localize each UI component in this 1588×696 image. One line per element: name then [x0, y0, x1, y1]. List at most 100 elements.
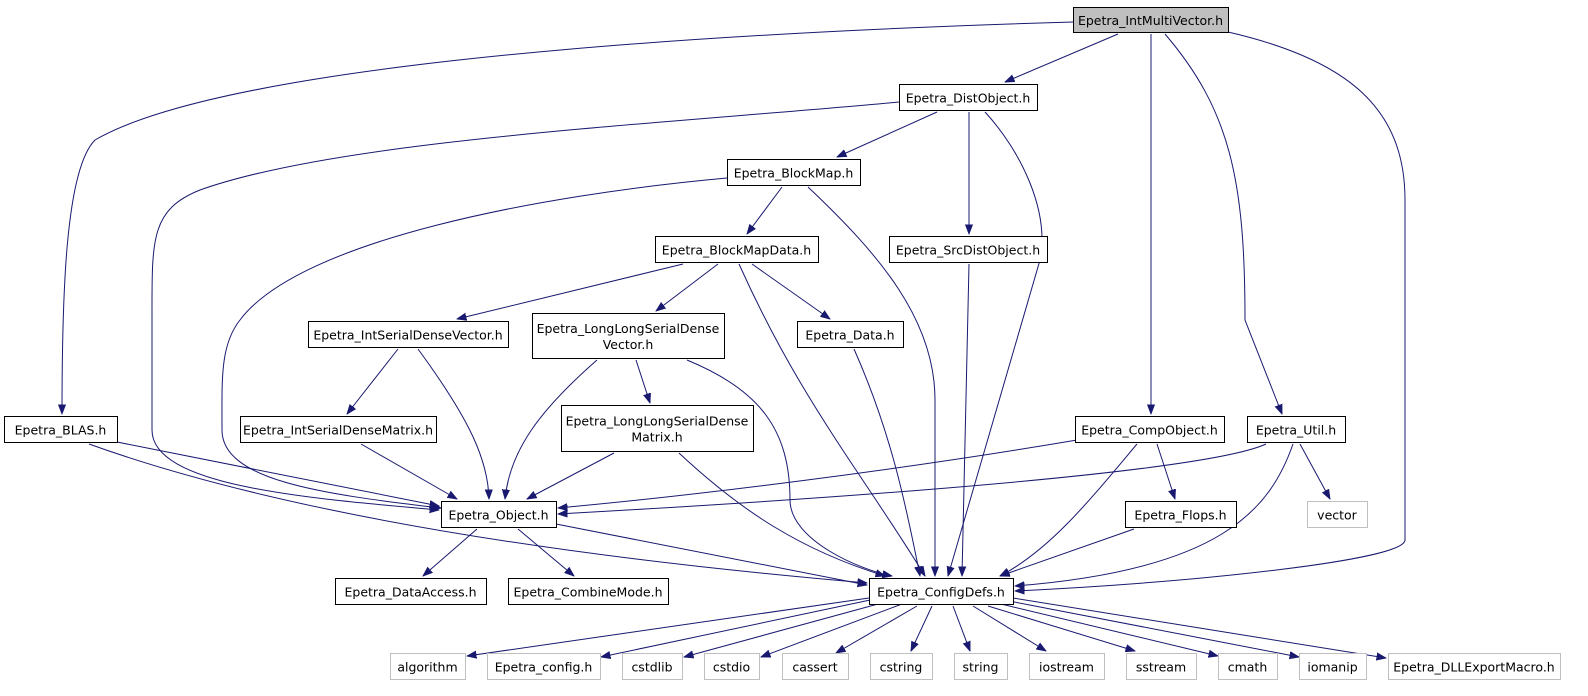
edge-object-to-dataaccess [423, 528, 478, 576]
edge-intmultivector-to-util [1164, 33, 1283, 414]
node-box [954, 653, 1008, 680]
node-label: Epetra_CombineMode.h [514, 585, 663, 600]
edge-configdefs-to-cstdlib [684, 600, 890, 657]
node-label: Epetra_Data.h [805, 328, 894, 343]
edge-intserialdensevector-to-object [417, 348, 489, 499]
node-blockmap[interactable]: Epetra_BlockMap.h [727, 159, 861, 186]
node-blas[interactable]: Epetra_BLAS.h [4, 416, 118, 443]
nodes-layer: Epetra_IntMultiVector.hEpetra_DistObject… [4, 7, 1561, 680]
node-box [797, 321, 904, 348]
node-label: Epetra_Object.h [448, 508, 548, 523]
node-box [441, 501, 557, 528]
node-label: Epetra_SrcDistObject.h [896, 243, 1040, 258]
edge-distobject-to-object [151, 101, 900, 510]
node-util[interactable]: Epetra_Util.h [1247, 416, 1346, 443]
edge-configdefs-to-iomanip [1008, 600, 1299, 657]
node-cstdlib: cstdlib [622, 653, 683, 680]
node-box [561, 405, 754, 452]
node-blockmapdata[interactable]: Epetra_BlockMapData.h [655, 236, 819, 263]
node-box [655, 236, 819, 263]
node-box [487, 653, 601, 680]
node-label: Epetra_CompObject.h [1081, 423, 1218, 438]
node-box [1125, 501, 1237, 528]
edge-blockmapdata-to-longlongserialdensevector [656, 263, 719, 311]
node-label: iostream [1039, 660, 1094, 675]
node-label: Epetra_ConfigDefs.h [877, 585, 1005, 600]
edge-configdefs-to-string [952, 605, 971, 651]
edge-distobject-to-blockmap [837, 111, 938, 157]
edge-util-to-object [558, 443, 1267, 514]
node-label: iomanip [1307, 660, 1357, 675]
node-intserialdensematrix[interactable]: Epetra_IntSerialDenseMatrix.h [240, 416, 437, 443]
edge-intserialdensematrix-to-object [360, 443, 457, 499]
edge-blockmapdata-to-data [751, 263, 830, 319]
node-box [390, 653, 466, 680]
node-cmath: cmath [1218, 653, 1278, 680]
node-label: Epetra_Util.h [1256, 423, 1336, 438]
node-label: sstream [1136, 660, 1186, 675]
node-label: Epetra_Flops.h [1134, 508, 1226, 523]
node-label: Epetra_LongLongSerialDense [537, 321, 720, 336]
node-box [622, 653, 683, 680]
node-box [1388, 653, 1561, 680]
node-dataaccess[interactable]: Epetra_DataAccess.h [335, 578, 487, 605]
edge-configdefs-to-cassert [836, 605, 918, 653]
node-label: Epetra_DistObject.h [906, 91, 1031, 106]
node-cassert: cassert [782, 653, 849, 680]
node-box [869, 578, 1014, 605]
edge-configdefs-to-dllexportmacro [1012, 597, 1386, 658]
edge-blas-to-object [116, 441, 439, 506]
edge-configdefs-to-sstream [987, 605, 1135, 651]
node-flops[interactable]: Epetra_Flops.h [1125, 501, 1237, 528]
node-box [870, 653, 933, 680]
edge-intmultivector-to-distobject [1005, 33, 1119, 82]
edge-util-to-configdefs [1015, 443, 1294, 586]
edge-configdefs-to-cstring [911, 605, 933, 651]
edge-configdefs-to-algorithm [467, 597, 870, 656]
edge-util-to-vector [1299, 443, 1330, 499]
edge-intserialdensevector-to-intserialdensematrix [347, 348, 399, 414]
node-cstdio: cstdio [704, 653, 760, 680]
edge-longlongserialdensematrix-to-configdefs [678, 452, 885, 576]
node-box [1307, 501, 1368, 528]
edge-intmultivector-to-blas [62, 21, 1074, 414]
node-object[interactable]: Epetra_Object.h [441, 501, 557, 528]
edge-intmultivector-to-configdefs [1015, 31, 1406, 591]
node-label: Epetra_BlockMapData.h [662, 243, 811, 258]
node-intmultivector[interactable]: Epetra_IntMultiVector.h [1073, 7, 1229, 33]
node-box [508, 578, 669, 605]
node-srcdistobject[interactable]: Epetra_SrcDistObject.h [889, 236, 1048, 263]
node-box [704, 653, 760, 680]
node-dllexportmacro: Epetra_DLLExportMacro.h [1388, 653, 1561, 680]
node-box [1126, 653, 1197, 680]
edge-srcdistobject-to-configdefs [962, 263, 970, 576]
node-box [727, 159, 861, 186]
node-iomanip: iomanip [1299, 653, 1367, 680]
node-configdefs[interactable]: Epetra_ConfigDefs.h [869, 578, 1014, 605]
edge-blockmap-to-configdefs [807, 186, 935, 576]
node-intserialdensevector[interactable]: Epetra_IntSerialDenseVector.h [308, 321, 509, 348]
node-box [889, 236, 1048, 263]
node-data[interactable]: Epetra_Data.h [797, 321, 904, 348]
node-box [308, 321, 509, 348]
edge-blockmapdata-to-intserialdensevector [457, 263, 684, 319]
node-compobject[interactable]: Epetra_CompObject.h [1075, 416, 1225, 443]
node-label: cstdio [713, 660, 750, 675]
node-label: Vector.h [603, 337, 654, 352]
node-label: Epetra_IntSerialDenseMatrix.h [243, 423, 433, 438]
node-label: cstring [880, 660, 923, 675]
node-label: Epetra_BlockMap.h [734, 166, 854, 181]
edge-data-to-configdefs [853, 348, 920, 576]
node-box [1299, 653, 1367, 680]
node-label: Epetra_BLAS.h [15, 423, 107, 438]
node-box [1075, 416, 1225, 443]
edges-layer [62, 21, 1406, 658]
edge-blockmap-to-object [221, 177, 728, 508]
node-combinemode[interactable]: Epetra_CombineMode.h [508, 578, 669, 605]
node-distobject[interactable]: Epetra_DistObject.h [899, 84, 1038, 111]
edge-blas-to-configdefs [88, 443, 867, 583]
node-box [240, 416, 437, 443]
